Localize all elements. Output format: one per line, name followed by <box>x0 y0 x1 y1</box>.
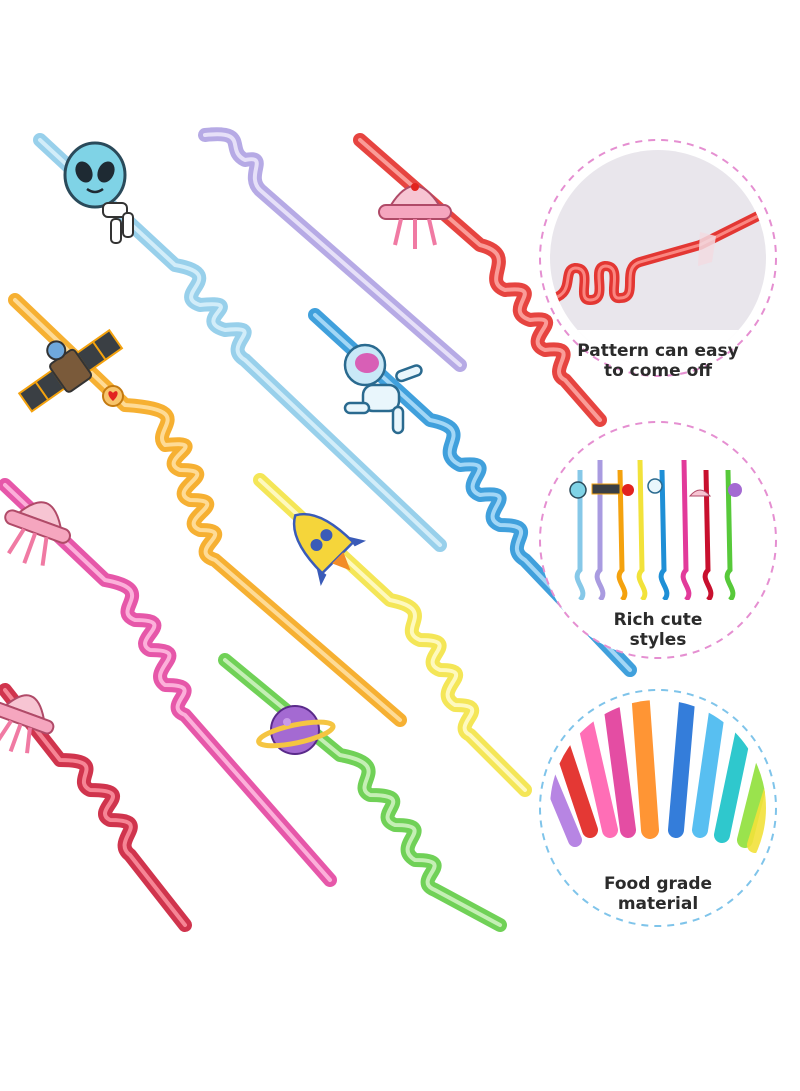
ufo-icon <box>0 694 55 754</box>
material-callout-line1: Food grade <box>603 874 713 894</box>
red-ufo-straw <box>353 133 607 427</box>
heart-icon <box>102 385 124 407</box>
green-planet-straw <box>218 653 507 932</box>
planet-icon <box>256 705 336 755</box>
material-callout-label: Food grade material <box>573 874 743 914</box>
styles-callout <box>539 421 777 659</box>
ufo-icon <box>4 501 71 566</box>
rocket-icon <box>292 512 367 587</box>
styles-callout-label: Rich cute styles <box>573 610 743 650</box>
dark-red-ufo-straw <box>0 683 192 932</box>
purple-straw <box>198 127 467 372</box>
pattern-callout-label: Pattern can easy to come off <box>573 341 743 381</box>
material-callout-line2: material <box>617 894 699 914</box>
styles-callout-line2: styles <box>629 630 687 650</box>
pink-ufo-straw <box>0 478 337 887</box>
styles-callout-line1: Rich cute <box>613 610 703 630</box>
pattern-callout-line1: Pattern can easy <box>577 341 739 361</box>
astronaut-icon <box>343 343 423 435</box>
light-blue-alien-straw <box>33 133 447 552</box>
blue-astronaut-straw <box>308 308 637 677</box>
pattern-callout-line2: to come off <box>603 361 713 381</box>
ufo-icon <box>378 183 452 249</box>
straws-group <box>0 127 637 932</box>
satellite-icon <box>17 328 124 413</box>
pattern-callout <box>539 139 777 377</box>
alien-icon <box>63 141 134 244</box>
yellow-rocket-straw <box>253 473 532 797</box>
orange-satellite-straw <box>8 293 407 727</box>
